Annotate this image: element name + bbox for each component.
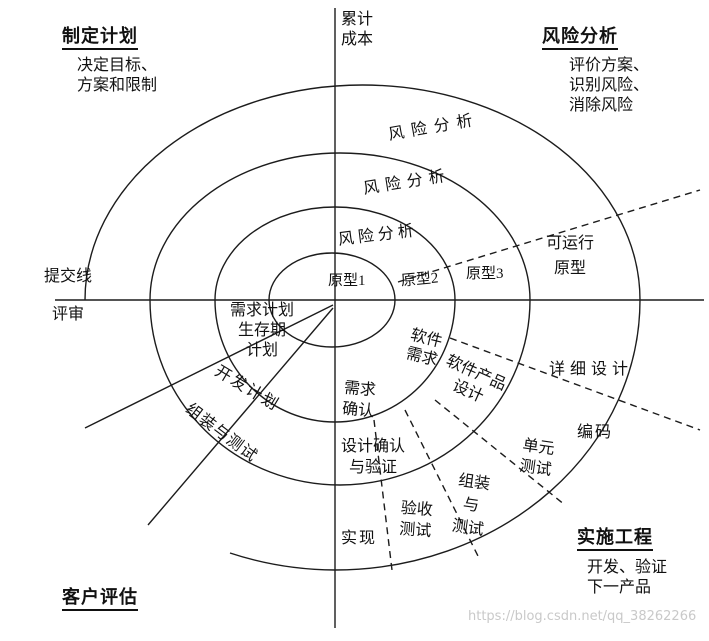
coding-label: 编码 bbox=[577, 424, 614, 441]
spiral-ring-3 bbox=[149, 152, 531, 486]
dashed-divider-acceptance-impl bbox=[373, 419, 393, 571]
quadrant-risk-title: 风险分析 bbox=[542, 26, 618, 50]
cumulative-cost-label: 累计 成本 bbox=[341, 11, 374, 48]
spiral-ring-2 bbox=[214, 206, 456, 423]
requirement-plan-label: 需求计划 生存期 计划 bbox=[229, 302, 294, 359]
prototype3-label: 原型3 bbox=[466, 266, 504, 282]
review-label: 评审 bbox=[52, 306, 85, 323]
quadrant-risk-description: 评价方案、 识别风险、 消除风险 bbox=[569, 57, 650, 114]
acceptance-test-label: 验收 测试 bbox=[398, 499, 434, 541]
divider-plan-2 bbox=[147, 307, 334, 526]
detailed-design-label: 详细设计 bbox=[549, 361, 634, 378]
quadrant-implementation-title: 实施工程 bbox=[577, 527, 653, 551]
dashed-divider-risk bbox=[397, 189, 701, 283]
divider-plan-1 bbox=[84, 304, 334, 429]
prototype2-label: 原型2 bbox=[400, 270, 440, 290]
unit-test-label: 单元 测试 bbox=[518, 436, 556, 480]
operational-prototype-label: 可运行 原型 bbox=[545, 235, 594, 277]
quadrant-plan-description: 决定目标、 方案和限制 bbox=[77, 57, 158, 94]
design-confirmation-label: 设计确认 与验证 bbox=[340, 438, 405, 476]
quadrant-implementation-description: 开发、验证 下一产品 bbox=[587, 559, 668, 596]
requirement-confirmation-label: 需求 确认 bbox=[341, 379, 377, 421]
implementation-step-label: 实现 bbox=[341, 530, 378, 547]
dashed-divider-design-coding bbox=[449, 337, 701, 431]
spiral-outer-arc bbox=[84, 84, 641, 571]
quadrant-customer-eval-title: 客户评估 bbox=[62, 587, 138, 611]
dashed-divider-integration-acceptance bbox=[404, 409, 481, 561]
commitment-line-label: 提交线 bbox=[44, 268, 93, 285]
watermark: https://blog.csdn.net/qq_38262266 bbox=[468, 609, 697, 624]
prototype1-label: 原型1 bbox=[328, 273, 366, 289]
quadrant-plan-title: 制定计划 bbox=[62, 26, 138, 50]
spiral-ring-1 bbox=[268, 252, 396, 348]
dashed-divider-unit-integration bbox=[434, 399, 566, 506]
